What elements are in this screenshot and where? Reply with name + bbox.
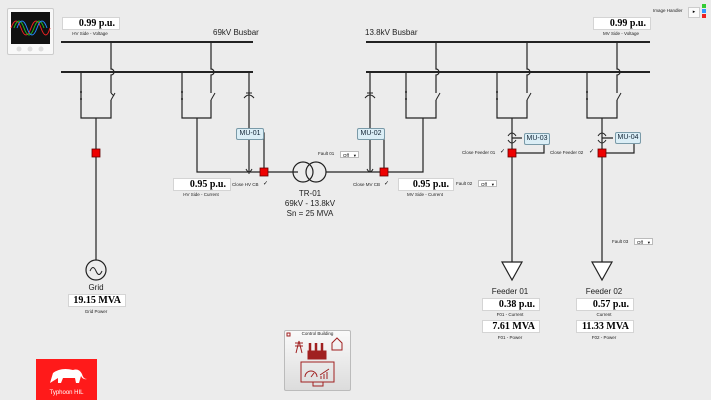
transformer-primary-icon — [292, 161, 314, 183]
feeder2-load-icon — [590, 261, 614, 282]
mv-lines — [326, 72, 424, 173]
mv-voltage-display: 0.99 p.u. — [593, 17, 651, 30]
transformer-rating: Sn = 25 MVA — [286, 209, 334, 218]
close-feeder1-checkbox[interactable]: ✓ — [500, 149, 506, 155]
fault-01-value: Off — [343, 153, 349, 158]
feeder1-breaker — [507, 148, 517, 158]
breakers — [91, 148, 607, 177]
mv-current-label: MV Side - Current — [406, 192, 443, 197]
bays — [80, 42, 622, 119]
mu-03[interactable]: MU-03 — [524, 133, 550, 145]
fault-03-dropdown[interactable]: Off ▾ — [634, 238, 653, 245]
feeder2-power-label: F02 - Power — [591, 335, 617, 340]
hv-voltage-display: 0.99 p.u. — [62, 17, 120, 30]
feeder1-current-label: F01 - Current — [496, 312, 524, 317]
mv-current-display: 0.95 p.u. — [398, 178, 454, 191]
feeder1-current-display: 0.38 p.u. — [482, 298, 540, 311]
status-blue-indicator — [702, 9, 706, 13]
close-hv-cb-checkbox[interactable]: ✓ — [263, 181, 269, 187]
elephant-icon — [50, 369, 87, 383]
hv-voltage-label: HV Side - Voltage — [72, 31, 108, 36]
image-handler-label: Image Handler — [653, 8, 683, 13]
mu-04[interactable]: MU-04 — [615, 132, 641, 144]
chevron-down-icon: ▾ — [491, 182, 494, 187]
feeder1-line — [511, 118, 545, 262]
feeder2-line — [601, 118, 635, 262]
fault-02-value: Off — [481, 182, 487, 187]
feeder1-power-label: F01 - Power — [497, 335, 523, 340]
hv-breaker — [259, 167, 269, 177]
transformer-secondary-icon — [305, 161, 327, 183]
close-hv-cb-label: Close HV CB — [232, 182, 259, 187]
hv-current-label: HV Side - Current — [183, 192, 219, 197]
grid-power-display: 19.15 MVA — [68, 294, 126, 307]
feeder1-label: Feeder 01 — [491, 287, 529, 296]
fault-02-label: Fault 02 — [456, 181, 473, 186]
typhoon-hil-logo: Typhoon HIL — [36, 359, 97, 400]
image-handler-button[interactable]: ▸ — [688, 7, 700, 18]
fault-02-dropdown[interactable]: Off ▾ — [478, 180, 497, 187]
grid-power-label: Grid Power — [84, 309, 108, 314]
close-mv-cb-label: Close MV CB — [353, 182, 381, 187]
control-building-label: Control Building — [301, 331, 334, 336]
fault-01-label: Fault 01 — [318, 151, 335, 156]
feeder2-breaker — [597, 148, 607, 158]
play-icon: ▸ — [692, 9, 696, 15]
feeder2-power-display: 11.33 MVA — [576, 320, 634, 333]
transformer-name: TR-01 — [298, 189, 322, 198]
grid-breaker — [91, 148, 101, 158]
chevron-down-icon: ▾ — [353, 153, 356, 158]
close-feeder1-label: Close Feeder 01 — [462, 150, 496, 155]
status-green-indicator — [702, 4, 706, 8]
transformer-ratio: 69kV - 13.8kV — [284, 199, 336, 208]
mv-busbar-label: 13.8kV Busbar — [365, 28, 418, 37]
waveform-icon — [10, 12, 51, 52]
control-building-panel[interactable]: Control Building — [284, 330, 351, 391]
grid-source-icon — [85, 259, 107, 281]
mv-breaker — [379, 167, 389, 177]
chevron-down-icon: ▾ — [647, 240, 650, 245]
grid-label: Grid — [88, 283, 104, 292]
substation-control-icon — [286, 332, 343, 387]
fault-01-dropdown[interactable]: Off ▾ — [340, 151, 359, 158]
hv-busbar-label: 69kV Busbar — [213, 28, 259, 37]
hv-lines — [196, 72, 298, 173]
feeder2-current-label: Current — [596, 312, 612, 317]
transformer-info: TR-01 69kV - 13.8kV Sn = 25 MVA — [280, 189, 340, 219]
hv-current-display: 0.95 p.u. — [173, 178, 231, 191]
fault-03-label: Fault 03 — [612, 239, 629, 244]
feeder1-load-icon — [500, 261, 524, 282]
scope-widget[interactable] — [7, 8, 54, 55]
mu-02[interactable]: MU-02 — [357, 128, 385, 140]
logo-text: Typhoon HIL — [49, 390, 84, 396]
close-feeder2-checkbox[interactable]: ✓ — [589, 149, 595, 155]
feeder1-power-display: 7.61 MVA — [482, 320, 540, 333]
mv-voltage-label: MV Side - Voltage — [602, 31, 640, 36]
status-red-indicator — [702, 14, 706, 18]
close-feeder2-label: Close Feeder 02 — [550, 150, 584, 155]
busbars — [61, 41, 650, 73]
feeder2-current-display: 0.57 p.u. — [576, 298, 634, 311]
close-mv-cb-checkbox[interactable]: ✓ — [384, 181, 390, 187]
mu-01[interactable]: MU-01 — [236, 128, 264, 140]
fault-03-value: Off — [637, 240, 643, 245]
feeder2-label: Feeder 02 — [585, 287, 623, 296]
